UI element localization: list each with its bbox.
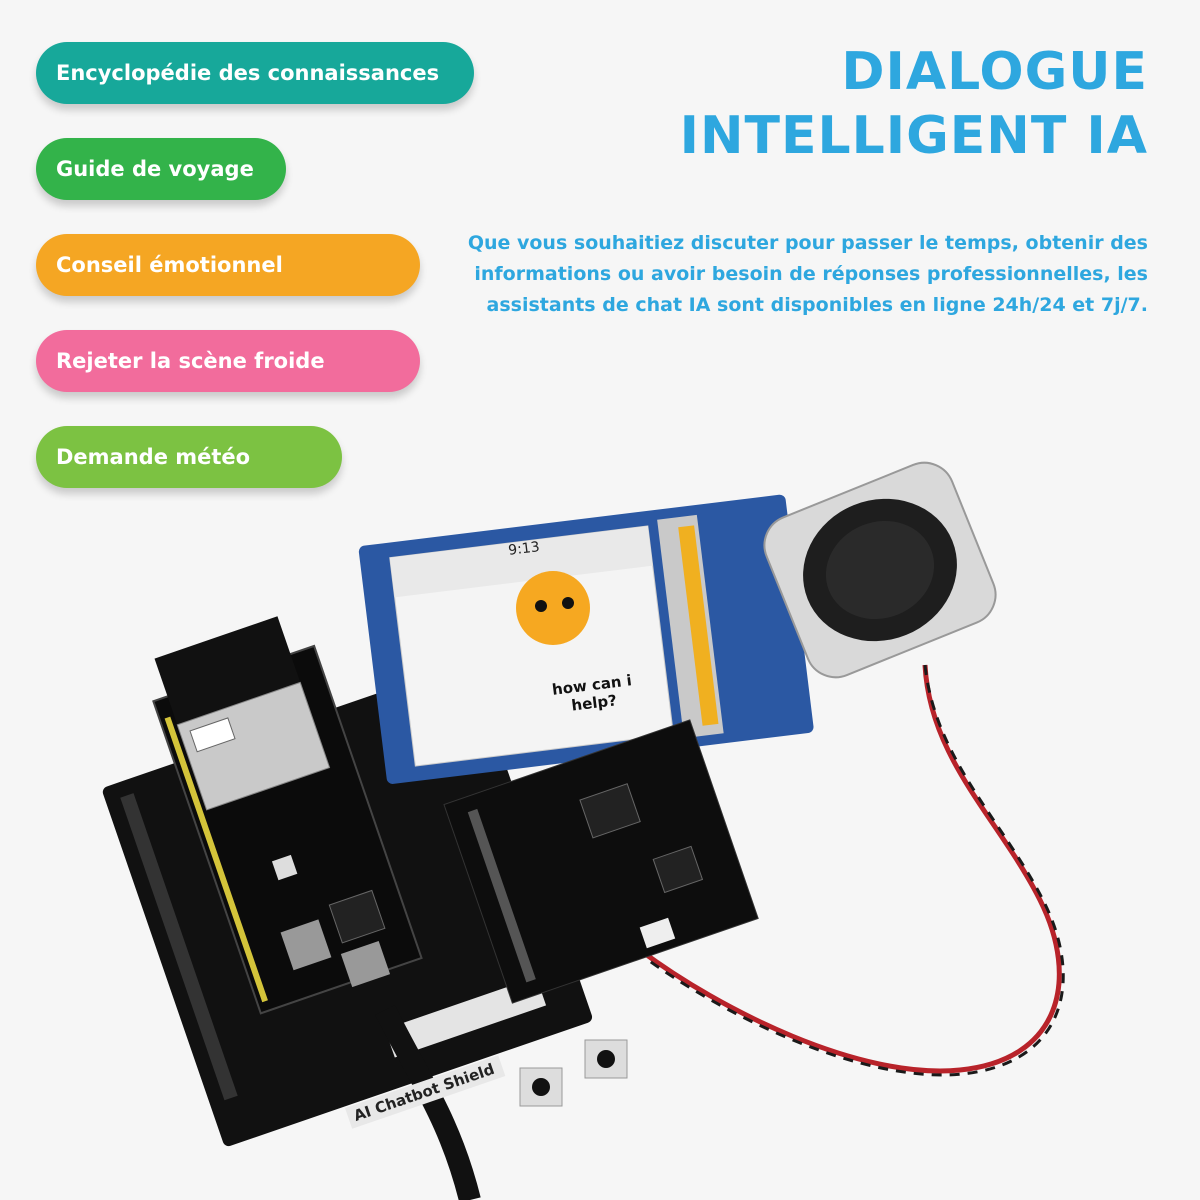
speaker-cable bbox=[638, 664, 1062, 1074]
pill-cold-scene: Rejeter la scène froide bbox=[36, 330, 420, 392]
pill-emotional-advice: Conseil émotionnel bbox=[36, 234, 420, 296]
pill-label: Encyclopédie des connaissances bbox=[56, 61, 440, 85]
pill-label: Rejeter la scène froide bbox=[56, 349, 325, 373]
description-text: Que vous souhaitiez discuter pour passer… bbox=[467, 232, 1148, 316]
audio-codec-module bbox=[443, 719, 759, 1004]
pill-label: Conseil émotionnel bbox=[56, 253, 283, 277]
pill-knowledge-encyclopedia: Encyclopédie des connaissances bbox=[36, 42, 474, 104]
lcd-module bbox=[358, 494, 814, 784]
pill-label: Demande météo bbox=[56, 445, 251, 469]
usb-cable bbox=[375, 1005, 481, 1200]
pill-travel-guide: Guide de voyage bbox=[36, 138, 286, 200]
headline: DIALOGUE INTELLIGENT IA bbox=[680, 40, 1148, 168]
esp32-board bbox=[152, 616, 423, 1015]
pill-label: Guide de voyage bbox=[56, 157, 254, 181]
down-button bbox=[584, 1039, 628, 1079]
face-icon bbox=[516, 571, 590, 645]
speaker-icon bbox=[763, 461, 997, 679]
headline-line-2: INTELLIGENT IA bbox=[679, 106, 1148, 166]
headline-line-1: DIALOGUE bbox=[841, 42, 1148, 102]
pill-weather-request: Demande météo bbox=[36, 426, 342, 488]
